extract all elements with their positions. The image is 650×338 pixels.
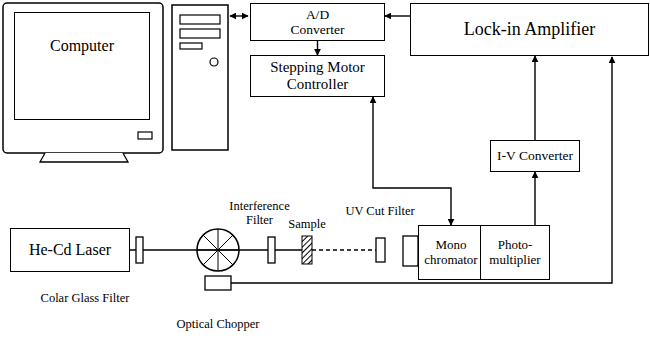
tower-pc-illustration [172,5,228,150]
node-text: He-Cd Laser [29,241,111,259]
color-glass-filter [136,237,143,263]
monochromator-box: Mono chromator [418,225,484,280]
monitor-illustration [3,3,163,162]
monitor-screen: Computer [14,12,150,120]
interference-filter [268,237,275,263]
node-text: Mono chromator [423,238,479,267]
filter-label: Colar Glass Filter [35,292,135,306]
label-text: UV Cut Filter [345,204,414,218]
uv-cut-filter [376,238,385,262]
sample-label: Sample [282,218,332,232]
laser-beam [130,249,302,251]
node-text: Lock-in Amplifier [464,19,595,39]
data-link-arrow [230,15,248,16]
chopper-wheel [197,229,239,290]
reference-signal-line [231,57,612,283]
laser-box: He-Cd Laser [10,228,130,272]
node-text: A/D Converter [278,7,358,37]
converter-box: A/D Converter [250,3,385,41]
node-text: Photo-multiplier [484,238,546,267]
label-text: Colar Glass Filter [41,291,130,305]
signal-arrow [385,15,410,16]
signal-arrow [317,41,318,55]
node-text: Computer [50,37,114,55]
chopper-label: Optical Chopper [158,318,278,332]
converter-box: I-V Converter [490,140,580,172]
monochromator-entrance [403,236,418,266]
filter-label: UV Cut Filter [345,205,415,219]
sample [302,236,312,264]
signal-arrow [534,172,535,225]
signal-arrow [534,56,535,140]
emission-beam [312,249,376,250]
label-text: Sample [288,217,326,231]
detector-box: Photo-multiplier [480,225,550,280]
amplifier-box: Lock-in Amplifier [410,3,649,56]
node-text: I-V Converter [497,148,573,163]
node-text: Stepping Motor Controller [263,59,373,93]
label-text: Interference Filter [229,199,289,227]
label-text: Optical Chopper [177,317,260,331]
controller-box: Stepping Motor Controller [250,55,385,97]
filter-label: Interference Filter [222,200,297,228]
